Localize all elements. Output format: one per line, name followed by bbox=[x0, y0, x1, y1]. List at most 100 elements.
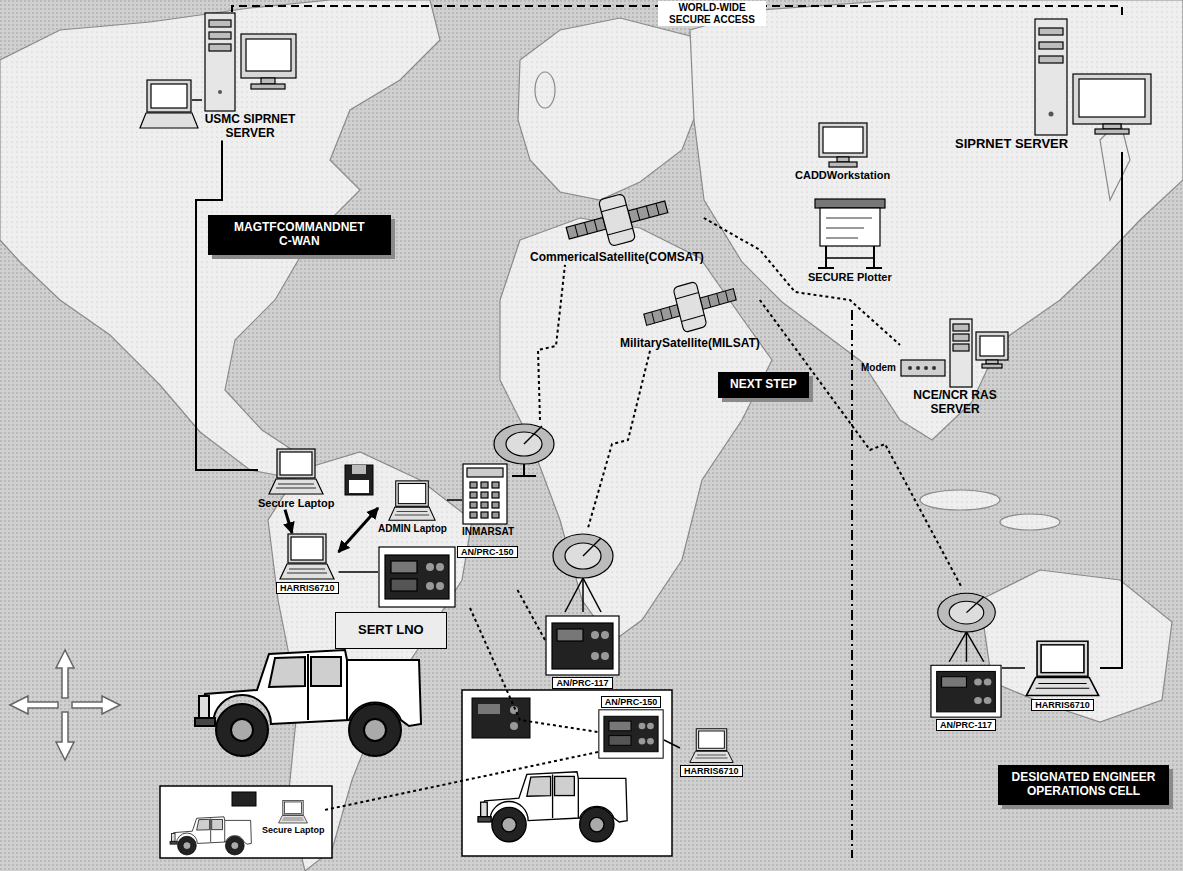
network-box: MAGTFCOMMANDNET C-WAN bbox=[208, 215, 391, 255]
laptop-node: Secure Laptop bbox=[258, 448, 334, 510]
icon-line bbox=[1038, 683, 1086, 684]
icon-part bbox=[982, 364, 1002, 368]
cell-box: DESIGNATED ENGINEER OPERATIONS CELL bbox=[998, 765, 1169, 805]
icon-line bbox=[582, 578, 584, 612]
connector-label: WORLD-WIDE SECURE ACCESS bbox=[658, 1, 766, 26]
compass-rose bbox=[10, 650, 120, 760]
radio-terminal-node: AN/PRC-117 bbox=[545, 528, 620, 689]
node-label: NCE/NCR RAS SERVER bbox=[900, 389, 1010, 417]
screen bbox=[1079, 79, 1145, 117]
monitor bbox=[241, 34, 296, 78]
top-laptop-figure bbox=[140, 80, 202, 128]
laptop-screen bbox=[1037, 641, 1088, 676]
connector bbox=[447, 499, 462, 501]
laptop-screen bbox=[283, 801, 303, 816]
icon-part bbox=[279, 816, 308, 824]
laptop-screen bbox=[147, 80, 191, 112]
node-label: AN/PRC-150 bbox=[457, 546, 518, 558]
equipment-icon bbox=[203, 12, 298, 112]
network-wire bbox=[192, 99, 202, 101]
laptop-node: ADMIN Laptop bbox=[378, 480, 447, 535]
equipment-icon bbox=[814, 198, 886, 270]
laptop-screen bbox=[288, 534, 326, 563]
icon-line bbox=[583, 578, 601, 612]
icon-dot bbox=[218, 90, 222, 94]
drive-bay bbox=[209, 20, 231, 27]
phone-key bbox=[470, 492, 477, 498]
icon-dot bbox=[984, 678, 992, 685]
radio-node: AN/PRC-150 bbox=[598, 696, 664, 759]
radio-display bbox=[942, 677, 967, 688]
node-label: CADDWorkstation bbox=[795, 169, 890, 182]
laptop-display bbox=[291, 537, 323, 560]
vehicle-label-box: SERT LNO bbox=[335, 612, 447, 649]
region-divider bbox=[851, 310, 853, 858]
laptop-screen bbox=[696, 729, 727, 751]
server-tower bbox=[950, 319, 972, 387]
icon-part bbox=[690, 751, 733, 762]
connector bbox=[285, 510, 292, 533]
equipment-icon bbox=[278, 800, 308, 824]
floppy-label bbox=[349, 480, 369, 493]
phone-key bbox=[470, 502, 477, 508]
icon-line bbox=[873, 246, 875, 268]
icon-line bbox=[681, 315, 704, 322]
equipment-icon bbox=[545, 528, 620, 676]
icon-line bbox=[1036, 688, 1090, 689]
laptop-node: Secure Laptop bbox=[262, 800, 325, 835]
icon-dot bbox=[639, 738, 646, 744]
icon-line bbox=[283, 820, 304, 821]
icon-line bbox=[866, 267, 882, 269]
radio-keypad bbox=[609, 736, 631, 746]
node-label: INMARSAT bbox=[462, 526, 514, 538]
phone-key bbox=[470, 512, 477, 518]
solar-panel bbox=[566, 218, 606, 239]
equipment-icon bbox=[689, 728, 734, 764]
icon-line bbox=[826, 257, 874, 259]
solar-panel bbox=[700, 289, 736, 310]
icon-dot bbox=[639, 723, 646, 729]
icon-line bbox=[656, 203, 659, 215]
node-label: NEXT STEP bbox=[730, 378, 797, 392]
radio-body bbox=[604, 717, 658, 752]
icon-part bbox=[829, 162, 857, 167]
dish bbox=[494, 424, 554, 464]
equipment-icon bbox=[562, 190, 672, 250]
equipment-icon bbox=[388, 480, 436, 522]
icon-dot bbox=[601, 652, 609, 660]
humvee bbox=[478, 772, 627, 842]
radio-frame bbox=[546, 616, 619, 675]
drive-bay bbox=[1039, 42, 1063, 49]
vehicle-frame bbox=[160, 786, 332, 858]
workstation-node: CADDWorkstation bbox=[795, 122, 890, 182]
laptop-screen bbox=[396, 481, 429, 506]
icon-dot bbox=[924, 366, 928, 370]
europe bbox=[518, 18, 705, 200]
connector bbox=[325, 752, 598, 810]
icon-line bbox=[524, 426, 542, 444]
icon-line bbox=[284, 818, 303, 819]
screen bbox=[246, 39, 291, 71]
drive-bay bbox=[1039, 56, 1063, 63]
screen bbox=[980, 336, 1004, 356]
icon-line bbox=[512, 475, 536, 477]
node-label: HARRIS6710 bbox=[1031, 699, 1094, 711]
node-label: Secure Laptop bbox=[262, 825, 325, 835]
radio-terminal-node: AN/PRC-117 bbox=[930, 588, 1002, 731]
phone-key bbox=[492, 482, 499, 488]
monitor bbox=[819, 123, 867, 157]
connector bbox=[1002, 667, 1025, 669]
connector bbox=[1100, 152, 1122, 668]
connector bbox=[196, 141, 258, 470]
phone-key bbox=[492, 512, 499, 518]
icon-dot bbox=[974, 678, 982, 685]
icon-line bbox=[708, 296, 711, 307]
icon-line bbox=[966, 597, 983, 613]
satellite-node: MilitarySatellite(MILSAT) bbox=[620, 278, 760, 351]
monitor bbox=[1073, 74, 1151, 124]
node-label: USMC SIPRNET SERVER bbox=[200, 113, 300, 141]
island bbox=[535, 72, 555, 108]
icon-dot bbox=[591, 631, 599, 639]
